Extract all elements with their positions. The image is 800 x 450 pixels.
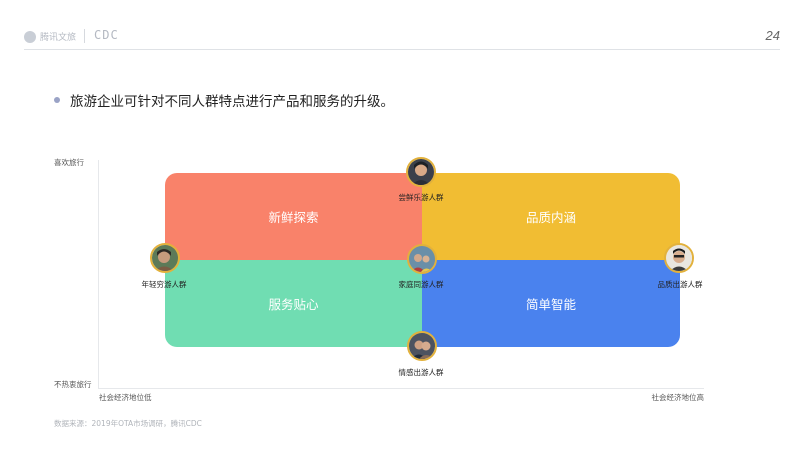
avatar-novelty-seekers <box>406 157 436 187</box>
group-label-top: 尝鲜乐游人群 <box>398 193 444 202</box>
brand-left-text: 腾讯文旅 <box>40 33 77 43</box>
page-headline: 旅游企业可针对不同人群特点进行产品和服务的升级。 <box>70 94 394 110</box>
quadrant-top-right: 品质内涵 <box>422 173 680 260</box>
bullet-dot <box>54 97 60 103</box>
logo-mark-icon <box>24 30 36 43</box>
x-axis-line <box>98 388 704 389</box>
avatar-emotional-travelers <box>407 331 437 361</box>
page-header: 腾讯文旅 CDC 24 <box>0 0 800 48</box>
y-axis-top-label: 喜欢旅行 <box>54 158 84 167</box>
quadrant-top-left: 新鲜探索 <box>165 173 422 260</box>
cdc-logo: CDC <box>94 28 119 42</box>
group-label-center: 家庭同游人群 <box>398 280 444 289</box>
quadrant-bottom-right: 简单智能 <box>422 260 680 347</box>
tencent-culture-tourism-logo: 腾讯文旅 <box>24 30 76 43</box>
avatar-quality-travelers <box>664 243 694 273</box>
avatar-family-travelers <box>407 244 437 274</box>
data-source-note: 数据来源：2019年OTA市场调研，腾讯CDC <box>54 419 202 428</box>
avatar-young-budget-travelers <box>150 243 180 273</box>
x-axis-right-label: 社会经济地位高 <box>651 393 705 402</box>
logo-divider <box>84 29 85 43</box>
quadrant-bottom-left: 服务贴心 <box>165 260 422 347</box>
page-number: 24 <box>765 28 780 43</box>
y-axis-bottom-label: 不热衷旅行 <box>54 380 92 389</box>
x-axis-left-label: 社会经济地位低 <box>99 393 152 402</box>
quadrant-matrix: 新鲜探索 品质内涵 服务贴心 简单智能 <box>165 173 680 347</box>
y-axis-line <box>98 160 99 388</box>
header-divider <box>24 49 780 50</box>
group-label-bottom: 情感出游人群 <box>398 368 444 377</box>
group-label-right: 品质出游人群 <box>657 280 703 289</box>
group-label-left: 年轻穷游人群 <box>141 280 187 289</box>
